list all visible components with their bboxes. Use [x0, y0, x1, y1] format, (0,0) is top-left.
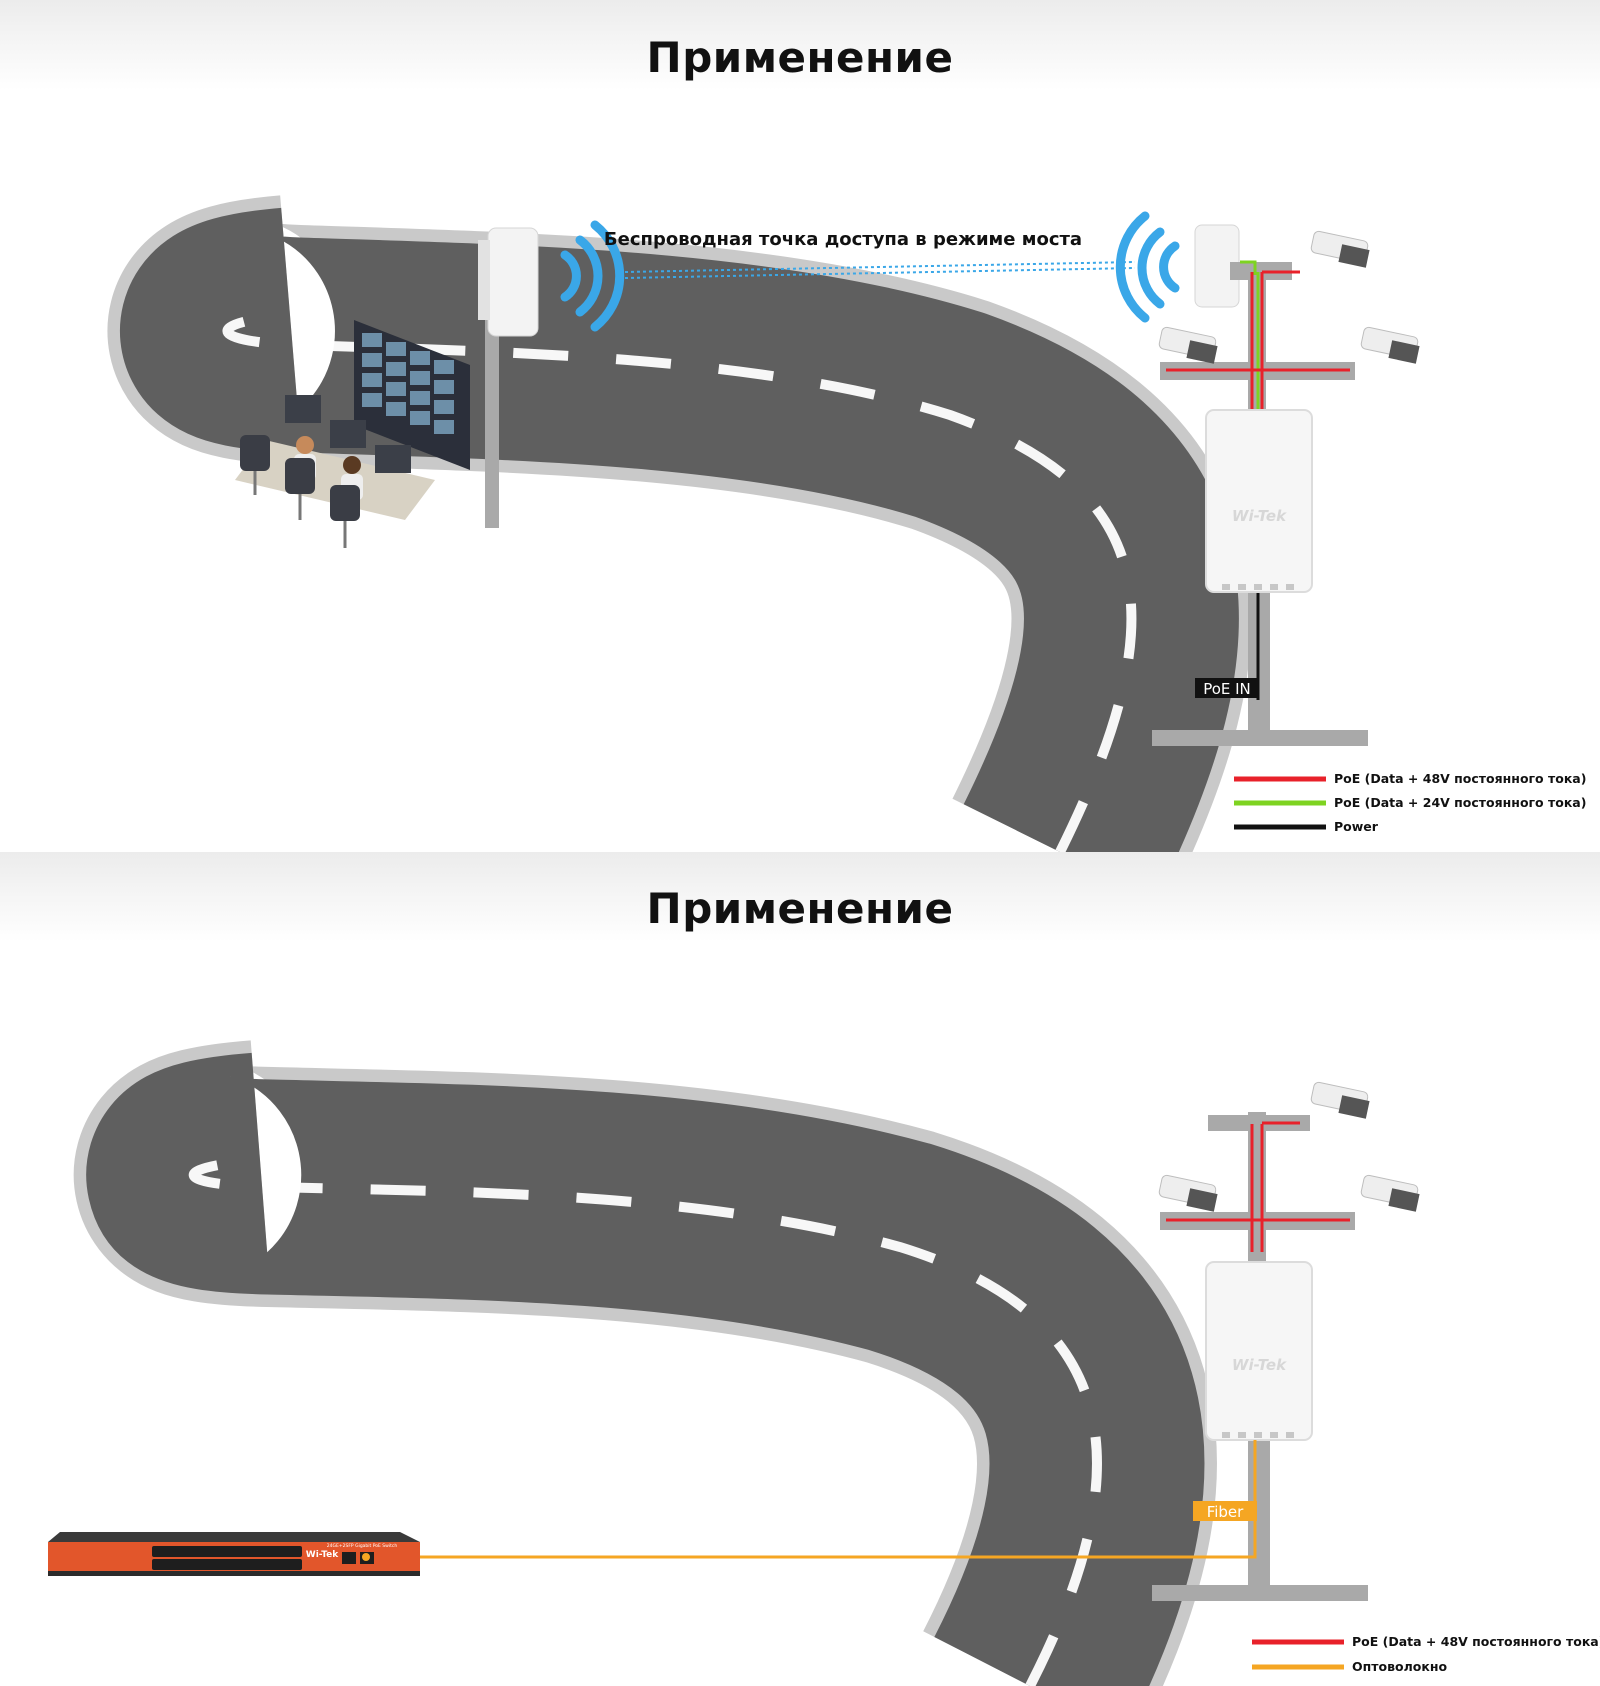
panel-title: Применение: [646, 884, 954, 933]
legend-label-poe48: PoE (Data + 48V постоянного тока): [1334, 771, 1586, 786]
fiber-tag: Fiber: [1207, 1503, 1244, 1521]
header-band: [0, 852, 1600, 942]
cable-legend: PoE (Data + 48V постоянного тока) Оптово…: [1252, 1634, 1600, 1674]
legend-label-poe24: PoE (Data + 24V постоянного тока): [1334, 795, 1586, 810]
cable-legend: PoE (Data + 48V постоянного тока) PoE (D…: [1234, 771, 1586, 834]
road: [73, 1040, 1217, 1686]
fiber-diagram: Wi-Tek Fiber Wi-Tek 24GE+2SFP Gigabit Po…: [48, 1040, 1600, 1686]
application-panel-fiber: Применение: [0, 852, 1600, 1686]
switch-brand-logo: Wi-Tek: [306, 1550, 339, 1560]
application-panel-bridge: Применение Беспроводная точка доступа в …: [0, 0, 1600, 852]
legend-label-poe48: PoE (Data + 48V постоянного тока): [1352, 1634, 1600, 1649]
rack-poe-switch: [48, 1532, 420, 1576]
cctv-camera-icon: [1158, 230, 1420, 364]
outdoor-switch-device: [1205, 1261, 1313, 1441]
wifi-signal-icon-right: [1115, 211, 1180, 323]
legend-label-power: Power: [1334, 819, 1379, 834]
cctv-camera-icon: [1158, 1081, 1420, 1212]
switch-model-label: 24GE+2SFP Gigabit PoE Switch: [327, 1543, 398, 1549]
bridge-diagram: Беспроводная точка доступа в режиме мост…: [107, 195, 1586, 852]
header-band: [0, 0, 1600, 90]
wireless-link: [624, 261, 1136, 273]
bridge-label: Беспроводная точка доступа в режиме мост…: [604, 229, 1082, 250]
wireless-link-2: [624, 267, 1136, 279]
control-room-illustration: [235, 320, 470, 548]
poe-in-tag: PoE IN: [1203, 680, 1251, 698]
left-ap-mast: [478, 227, 539, 528]
device-brand-logo: Wi-Tek: [1232, 1356, 1287, 1374]
device-brand-logo: Wi-Tek: [1232, 507, 1287, 525]
fiber-tag-bg: [1193, 1501, 1257, 1521]
wifi-signal-icon: [560, 220, 625, 332]
legend-label-fiber: Оптоволокно: [1352, 1659, 1447, 1674]
poe-in-tag-bg: [1195, 678, 1259, 698]
road: [107, 195, 1252, 852]
panel-title: Применение: [646, 33, 954, 82]
fiber-cable: [362, 1440, 1257, 1559]
outdoor-switch-device: [1205, 409, 1313, 593]
